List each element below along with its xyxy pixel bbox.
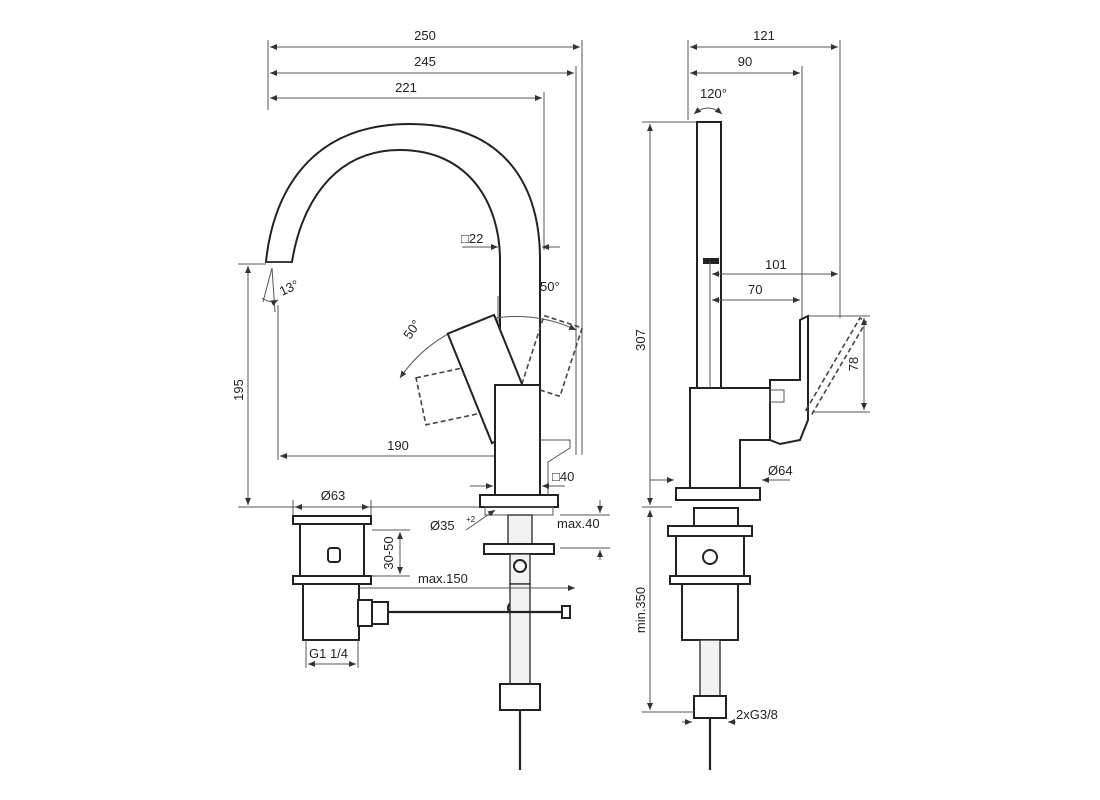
- supply-hose-side: [699, 639, 721, 697]
- label-base-64: Ø64: [768, 463, 793, 478]
- dim-waste-63: Ø63: [292, 488, 372, 515]
- label-depth-121: 121: [753, 28, 775, 43]
- label-reach-70: 70: [748, 282, 762, 297]
- dim-reach-221: 221: [270, 80, 545, 250]
- label-lever-angle-left: 50°: [400, 317, 424, 342]
- front-view: 250 245 221 □22 13°: [231, 28, 610, 770]
- dim-height-195: 195: [231, 263, 480, 508]
- label-hole-35: Ø35: [430, 518, 455, 533]
- label-outlet-angle: 13°: [277, 277, 301, 299]
- spout-side: [696, 121, 722, 389]
- label-lever-angle-right: 50°: [540, 279, 560, 294]
- label-depth-90: 90: [738, 54, 752, 69]
- dim-height-307: 307: [633, 121, 696, 508]
- dim-rod-150: max.150: [330, 571, 575, 591]
- label-height-307: 307: [633, 329, 648, 351]
- dim-outlet-angle: 13°: [261, 267, 301, 313]
- supply-hose: [509, 583, 531, 685]
- dim-lever-78: 78: [808, 315, 870, 413]
- label-deck-thickness: max.40: [557, 516, 600, 531]
- label-body-40: □40: [552, 469, 574, 484]
- dim-connection: 2xG3/8: [682, 707, 778, 725]
- base-flange-side: [675, 487, 761, 501]
- label-hole-tolerance: +2: [466, 515, 476, 524]
- side-view: 121 90 120° 307 101: [633, 28, 870, 770]
- label-hose-350: min.350: [633, 587, 648, 633]
- dim-width-245: 245: [270, 54, 577, 455]
- dim-projection-190: 190: [277, 305, 518, 460]
- base-flange: [479, 494, 559, 508]
- label-tube-22: □22: [461, 231, 483, 246]
- label-projection-190: 190: [387, 438, 409, 453]
- dim-waste-range: 30-50: [372, 529, 410, 577]
- label-height-195: 195: [231, 379, 246, 401]
- dim-body-40: □40: [470, 469, 574, 489]
- dim-width-250: 250: [267, 28, 583, 455]
- dim-depth-121: 121: [687, 28, 841, 318]
- label-swivel-angle: 120°: [700, 86, 727, 101]
- label-width-245: 245: [414, 54, 436, 69]
- label-rod-150: max.150: [418, 571, 468, 586]
- label-lever-78: 78: [846, 357, 861, 371]
- label-waste-63: Ø63: [321, 488, 346, 503]
- mixer-body-side: [689, 387, 771, 489]
- label-width-250: 250: [414, 28, 436, 43]
- dim-hole-35: Ø35 +2: [430, 509, 496, 533]
- mixer-body: [494, 384, 541, 496]
- dim-tube-22: □22: [461, 231, 560, 250]
- dim-reach-101: 101: [709, 257, 838, 388]
- pop-up-waste: [292, 515, 389, 641]
- label-waste-range: 30-50: [381, 536, 396, 569]
- swivel-indicator: 120°: [693, 86, 727, 115]
- threaded-shank: [507, 514, 533, 546]
- label-waste-thread: G1 1/4: [309, 646, 348, 661]
- dim-waste-thread: G1 1/4: [305, 640, 359, 668]
- label-reach-101: 101: [765, 257, 787, 272]
- label-connection: 2xG3/8: [736, 707, 778, 722]
- fixing-nut: [483, 543, 555, 555]
- hose-connector: [499, 683, 541, 711]
- dim-hose-350: min.350: [633, 510, 694, 713]
- dim-base-64: Ø64: [650, 463, 793, 483]
- lever-side: [769, 314, 809, 446]
- label-reach-221: 221: [395, 80, 417, 95]
- dim-reach-70: 70: [712, 282, 800, 303]
- pop-up-waste-side: [667, 507, 753, 641]
